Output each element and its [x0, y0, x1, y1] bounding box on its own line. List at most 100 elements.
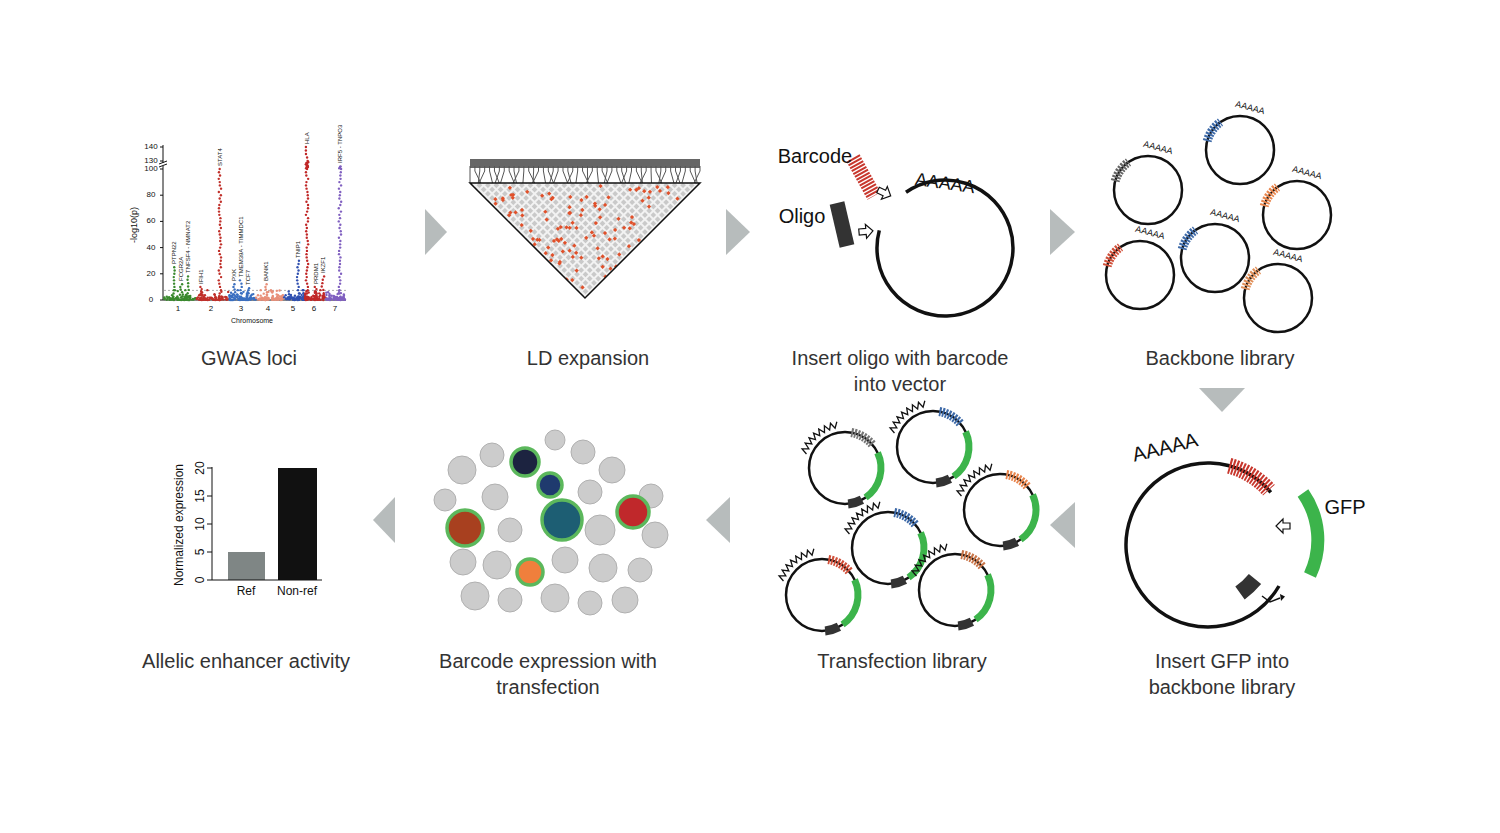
tick-mark — [160, 273, 163, 274]
snp-dot — [287, 297, 289, 299]
snp-dot — [307, 160, 309, 162]
snp-dot — [307, 207, 309, 209]
snp-dot — [173, 282, 175, 284]
snp-dot — [338, 197, 340, 199]
snp-dot — [234, 291, 236, 293]
snp-dot — [343, 293, 345, 295]
snp-dot — [306, 276, 308, 278]
snp-dot — [314, 297, 316, 299]
ld-high-cell — [655, 185, 659, 189]
snp-dot — [338, 214, 340, 216]
ld-high-cell — [647, 204, 651, 208]
cell — [480, 443, 504, 467]
snp-dot — [205, 298, 207, 300]
snp-dot — [225, 298, 227, 300]
category-label: Ref — [237, 585, 256, 597]
snp-dot — [305, 153, 307, 155]
ld-high-cell — [579, 213, 583, 217]
tick-mark — [160, 195, 163, 196]
snp-line — [543, 166, 545, 183]
snp-dot — [265, 288, 267, 290]
snp-dot — [338, 292, 340, 294]
snp-dot — [342, 298, 344, 300]
snp-dot — [323, 275, 325, 277]
ld-high-cell — [520, 208, 524, 212]
ld-high-cell — [509, 193, 513, 197]
snp-dot — [201, 294, 203, 296]
tick-label: 100 — [144, 165, 157, 173]
snp-dot — [343, 298, 345, 300]
snp-dot — [333, 295, 335, 297]
ld-high-cell — [513, 210, 517, 214]
ld-high-cell — [613, 237, 617, 241]
snp-dot — [315, 288, 317, 290]
snp-dot — [305, 256, 307, 258]
tick-mark — [160, 147, 163, 148]
snp-dot — [305, 230, 307, 232]
tick-label: 10 — [194, 517, 206, 530]
step-panel: LD expansion — [447, 110, 726, 400]
snp-dot — [204, 294, 206, 296]
tick-mark — [160, 247, 163, 248]
cell — [483, 551, 511, 579]
snp-dot — [297, 263, 299, 265]
snp-dot — [266, 294, 268, 296]
snp-dot — [173, 279, 175, 281]
snp-dot — [215, 298, 217, 300]
snp-dot — [305, 146, 307, 148]
snp-line — [550, 166, 554, 183]
snp-dot — [266, 296, 268, 298]
snp-dot — [297, 298, 299, 300]
snp-dot — [219, 184, 221, 186]
transfection-library — [779, 401, 1036, 631]
snp-dot — [296, 279, 298, 281]
polya-label: AAAAA — [914, 170, 976, 196]
cell — [541, 584, 569, 612]
snp-dot — [307, 286, 309, 288]
polya-label: AAAAA — [1142, 140, 1173, 156]
ld-high-cell — [590, 230, 594, 234]
snp-dot — [307, 178, 309, 180]
promoter-arrow — [1262, 596, 1280, 602]
snp-dot — [337, 292, 339, 294]
snp-dot — [240, 282, 242, 284]
barcode-block — [853, 158, 874, 196]
ld-high-cell — [627, 244, 631, 248]
snp-dot — [230, 291, 232, 293]
snp-dot — [338, 250, 340, 252]
snp-dot — [199, 286, 201, 288]
snp-dot — [220, 289, 222, 291]
snp-dot — [318, 299, 320, 301]
snp-dot — [271, 297, 273, 299]
snp-dot — [307, 289, 309, 291]
ld-high-cell — [493, 197, 497, 201]
tick-mark — [207, 524, 212, 525]
insert-arrow — [875, 184, 894, 203]
snp-dot — [218, 282, 220, 284]
ld-high-cell — [557, 261, 561, 265]
snp-dot — [339, 174, 341, 176]
ld-high-cell — [648, 190, 652, 194]
snp-dot — [274, 299, 276, 301]
ld-high-cell — [622, 226, 626, 230]
snp-dots — [163, 146, 346, 301]
tick-label: 0 — [149, 296, 153, 304]
snp-dot — [233, 294, 235, 296]
ld-high-cell — [574, 226, 578, 230]
snp-line — [651, 166, 652, 183]
snp-dot — [208, 299, 210, 301]
ld-high-cell — [545, 217, 549, 221]
snp-dot — [228, 298, 230, 300]
cell — [628, 558, 652, 582]
snp-line — [617, 166, 621, 183]
ld-high-cell — [537, 238, 541, 242]
snp-dot — [278, 289, 280, 291]
snp-dot — [218, 250, 220, 252]
tick-label: 130 — [144, 157, 157, 165]
snp-line — [495, 166, 499, 183]
snp-dot — [306, 296, 308, 298]
snp-dot — [305, 299, 307, 301]
snp-dot — [305, 223, 307, 225]
ld-high-cell — [567, 205, 571, 209]
snp-dot — [305, 214, 307, 216]
